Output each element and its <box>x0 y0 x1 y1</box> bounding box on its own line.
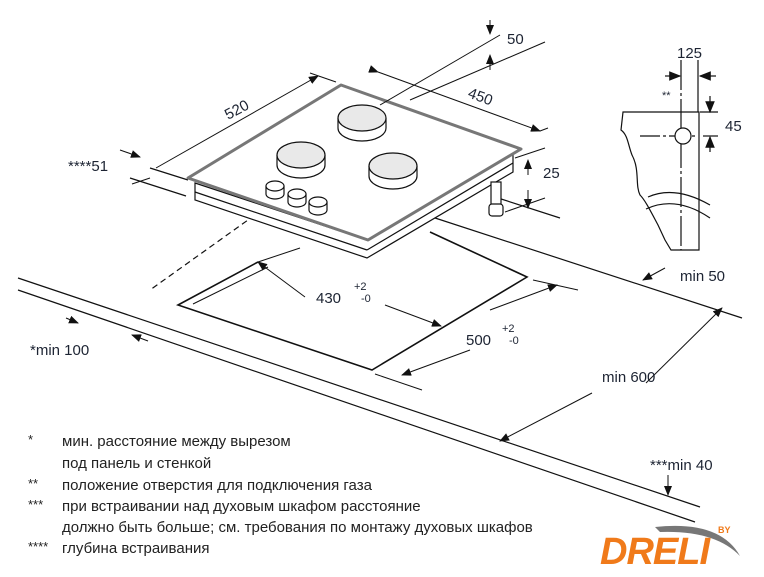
hidden-line <box>149 214 256 291</box>
dim-min-50: min 50 <box>680 268 725 285</box>
tol-430-minus: -0 <box>361 293 371 305</box>
control-knobs <box>265 180 328 216</box>
dim-min-600: min 600 <box>602 369 655 386</box>
side-section-detail <box>620 60 718 251</box>
dim-50: 50 <box>507 31 524 48</box>
footnote-mark: *** <box>28 497 44 512</box>
footnote-mark: * <box>28 432 34 447</box>
burner-back <box>337 104 387 142</box>
footnote-text: глубина встраивания <box>62 540 210 557</box>
tol-430-plus: +2 <box>354 281 367 293</box>
dim-51: ****51 <box>68 158 108 175</box>
gas-hole-mark: ** <box>662 90 671 102</box>
dreli-logo: DRELI BY <box>600 525 740 573</box>
footnote-text: положение отверстия для подключения газа <box>62 477 372 494</box>
footnote-text: под панель и стенкой <box>62 455 212 472</box>
dim-25: 25 <box>543 165 560 182</box>
gas-pipe <box>488 181 504 217</box>
tol-500-plus: +2 <box>502 323 515 335</box>
dim-45: 45 <box>725 118 742 135</box>
footnote-text: должно быть больше; см. требования по мо… <box>62 519 533 536</box>
burner-left <box>276 141 326 179</box>
dim-520: 520 <box>222 97 252 124</box>
footnote-mark: ** <box>28 476 39 491</box>
dim-125: 125 <box>677 45 702 62</box>
dim-min-100: *min 100 <box>30 342 89 359</box>
countertop-back-edge <box>129 167 743 319</box>
footnote-text: мин. расстояние между вырезом <box>62 433 291 450</box>
dim-500: 500 <box>466 332 491 349</box>
dimension-lines <box>65 20 723 496</box>
tol-500-minus: -0 <box>509 335 519 347</box>
dim-min-40: ***min 40 <box>650 457 713 474</box>
cutout-outline <box>175 231 529 371</box>
burner-right <box>368 152 418 190</box>
countertop-front-edge <box>17 277 701 523</box>
footnote-text: при встраивании над духовым шкафом расст… <box>62 498 421 515</box>
footnote-mark: **** <box>28 539 49 554</box>
dim-430: 430 <box>316 290 341 307</box>
svg-text:DRELI: DRELI <box>600 531 711 573</box>
svg-text:BY: BY <box>718 525 731 535</box>
